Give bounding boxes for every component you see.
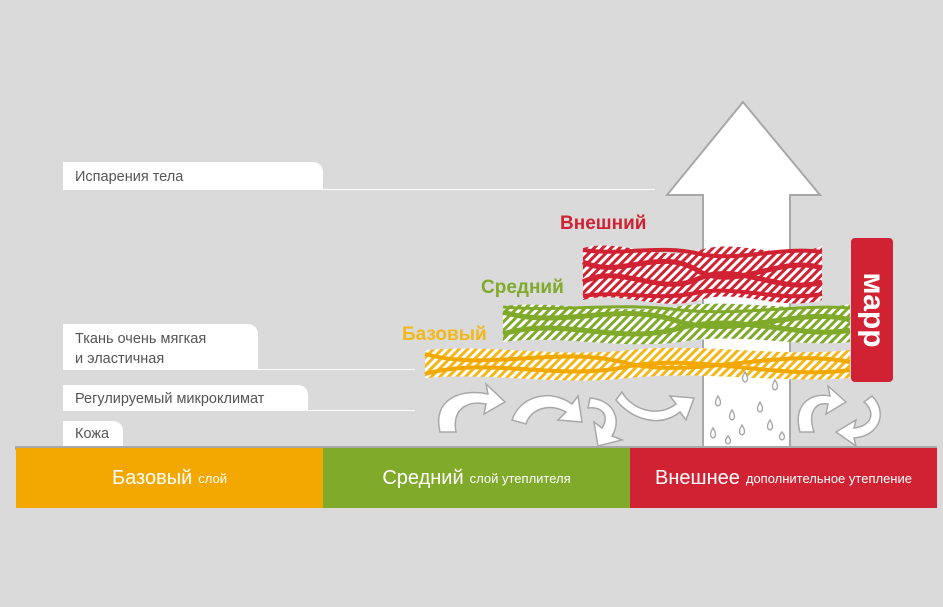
label-microclimate: Регулируемый микроклимат [63,385,308,411]
outer-layer-fabric [581,245,823,304]
layer-title-base: Базовый [402,324,487,345]
label-evaporation-line [320,189,655,190]
bar-outer: Внешнее дополнительное утепление [630,448,937,508]
label-fabric-line1: Ткань очень мягкая [75,331,207,347]
bar-middle: Средний слой утеплителя [323,448,630,508]
bar-middle-subtitle: слой утеплителя [469,470,571,486]
label-skin-text: Кожа [75,426,110,442]
label-evaporation: Испарения тела [63,162,323,190]
label-fabric: Ткань очень мягкая и эластичная [63,324,258,370]
label-microclimate-text: Регулируемый микроклимат [75,391,265,407]
bar-base: Базовый слой [16,448,323,508]
brand-logo: марр [851,238,893,382]
label-skin: Кожа [63,421,123,446]
bar-base-title: Базовый [112,466,193,489]
circulation-arrows [437,381,881,448]
droplets [709,370,786,445]
label-fabric-line2: и эластичная [75,351,165,367]
brand-logo-text: марр [857,272,890,347]
layer-title-outer: Внешний [560,213,647,234]
label-evaporation-text: Испарения тела [75,169,184,185]
middle-layer-fabric [502,303,851,345]
label-microclimate-line [305,410,415,411]
base-layer-fabric [424,347,851,381]
label-fabric-line [255,369,415,370]
bar-middle-title: Средний [382,466,464,489]
bar-outer-title: Внешнее [655,466,740,489]
layer-title-middle: Средний [481,277,564,298]
bar-outer-subtitle: дополнительное утепление [745,470,912,486]
bar-base-subtitle: слой [198,470,227,486]
